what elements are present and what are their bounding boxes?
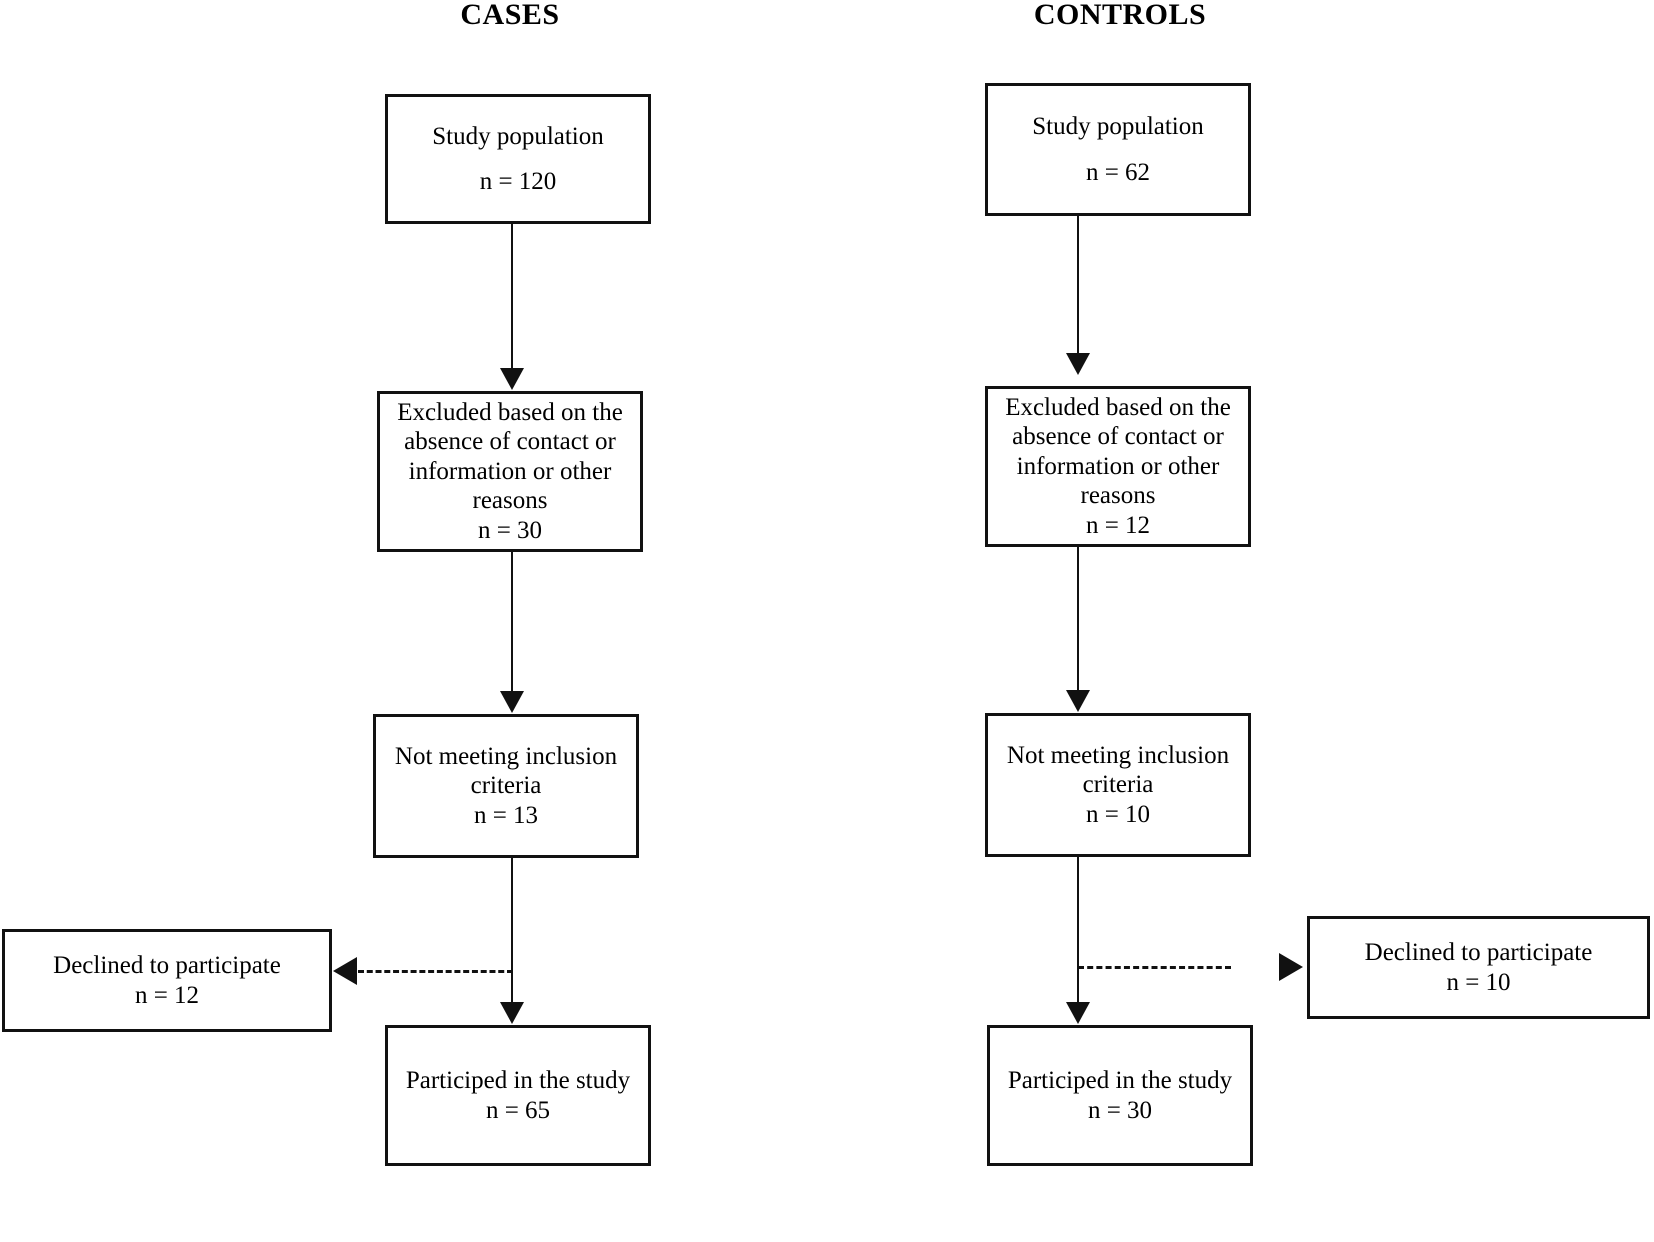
- controls-box2-line4: reasons: [1080, 482, 1156, 510]
- controls-box3-n: n = 10: [1085, 800, 1151, 828]
- cases-box-not-meeting-criteria: Not meeting inclusion criteria n = 13: [373, 714, 639, 858]
- cases-box2-line2: absence of contact or: [404, 428, 616, 456]
- controls-box-not-meeting-criteria: Not meeting inclusion criteria n = 10: [985, 713, 1251, 857]
- controls-box4-n: n = 30: [1087, 1096, 1153, 1124]
- controls-box3-line2: criteria: [1082, 771, 1154, 799]
- controls-box3-line1: Not meeting inclusion: [1006, 741, 1230, 769]
- cases-box3-n: n = 13: [473, 801, 539, 829]
- controls-box2-line3: information or other: [1016, 452, 1220, 480]
- cases-connector-3-4: [511, 858, 513, 1006]
- controls-box2-n: n = 12: [1085, 511, 1151, 539]
- controls-box-participated: Participed in the study n = 30: [987, 1025, 1253, 1166]
- cases-arrow-1-2-icon: [500, 368, 524, 390]
- controls-box-excluded: Excluded based on the absence of contact…: [985, 386, 1251, 547]
- column-title-controls: CONTROLS: [1033, 0, 1207, 31]
- cases-box4-n: n = 65: [485, 1096, 551, 1124]
- controls-connector-3-4: [1077, 857, 1079, 1006]
- cases-box-declined: Declined to participate n = 12: [2, 929, 332, 1032]
- controls-arrow-declined-icon: [1279, 953, 1303, 981]
- cases-box2-n: n = 30: [477, 516, 543, 544]
- cases-arrow-3-4-icon: [500, 1002, 524, 1024]
- column-title-cases: CASES: [460, 0, 560, 31]
- cases-box1-label: Study population: [432, 122, 604, 150]
- cases-arrow-declined-icon: [333, 957, 357, 985]
- cases-box4-label: Participed in the study: [405, 1067, 631, 1094]
- cases-box-excluded: Excluded based on the absence of contact…: [377, 391, 643, 552]
- controls-box1-label: Study population: [1032, 113, 1204, 140]
- controls-dashed-connector-declined: [1078, 966, 1231, 969]
- cases-declined-n: n = 12: [134, 981, 200, 1009]
- cases-box3-line1: Not meeting inclusion: [394, 742, 618, 770]
- controls-declined-n: n = 10: [1446, 968, 1511, 996]
- controls-connector-1-2: [1077, 216, 1079, 357]
- controls-arrow-1-2-icon: [1066, 353, 1090, 375]
- cases-connector-1-2: [511, 224, 513, 372]
- controls-box-declined: Declined to participate n = 10: [1307, 916, 1650, 1019]
- cases-box-participated: Participed in the study n = 65: [385, 1025, 651, 1166]
- cases-box2-line1: Excluded based on the: [397, 398, 623, 426]
- cases-declined-label: Declined to participate: [53, 952, 281, 979]
- controls-box-study-population: Study population n = 62: [985, 83, 1251, 216]
- controls-box4-label: Participed in the study: [1007, 1067, 1233, 1094]
- cases-arrow-2-3-icon: [500, 691, 524, 713]
- controls-arrow-3-4-icon: [1066, 1002, 1090, 1024]
- controls-box2-line1: Excluded based on the: [1005, 393, 1231, 421]
- cases-box3-line2: criteria: [470, 772, 542, 800]
- controls-connector-2-3: [1077, 547, 1079, 694]
- cases-box2-line3: information or other: [408, 457, 612, 485]
- controls-box1-n: n = 62: [1085, 158, 1151, 186]
- controls-arrow-2-3-icon: [1066, 690, 1090, 712]
- controls-declined-label: Declined to participate: [1364, 939, 1593, 966]
- cases-box2-line4: reasons: [472, 487, 548, 515]
- cases-dashed-connector-declined: [358, 970, 513, 973]
- cases-connector-2-3: [511, 552, 513, 695]
- cases-box-study-population: Study population n = 120: [385, 94, 651, 224]
- controls-box2-line2: absence of contact or: [1012, 423, 1224, 451]
- cases-box1-n: n = 120: [479, 168, 557, 195]
